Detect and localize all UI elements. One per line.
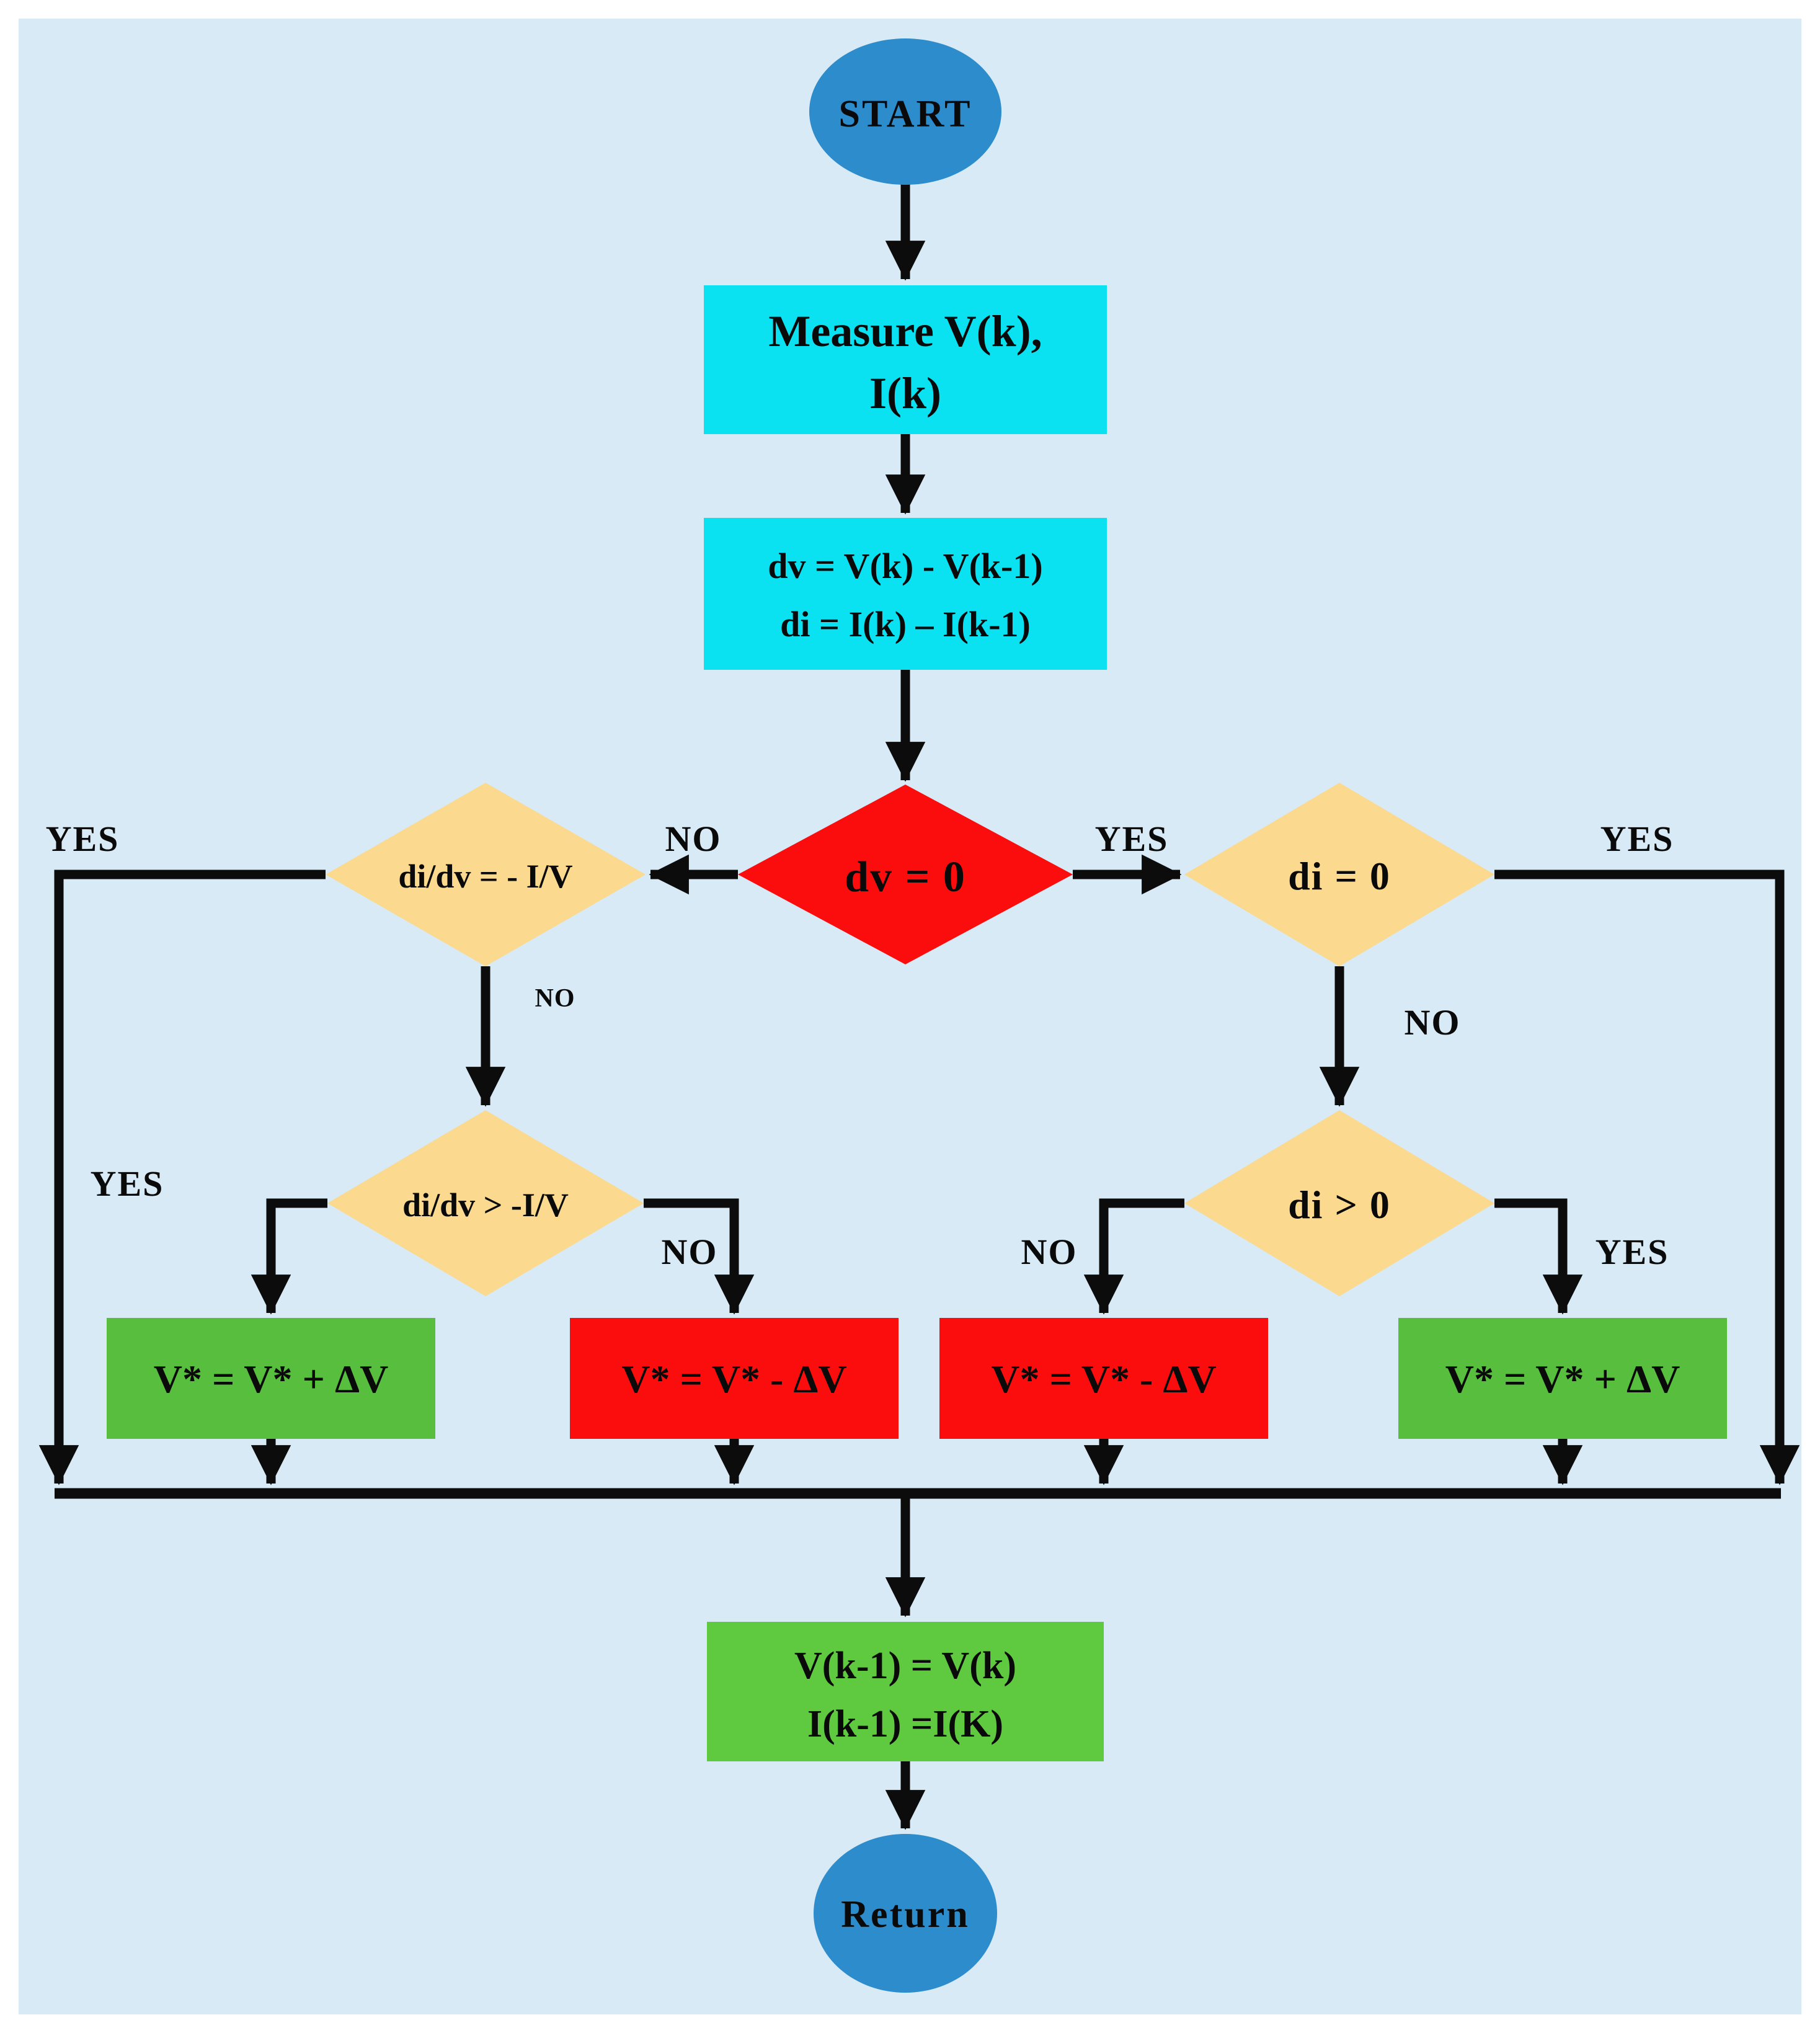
branch-label-yes-far-left: YES bbox=[46, 819, 120, 859]
decision-didv-eq-label: di/dv = - I/V bbox=[398, 858, 572, 895]
branch-label-yes-didv-gt: YES bbox=[91, 1163, 164, 1204]
delta-label-line1: dv = V(k) - V(k-1) bbox=[768, 546, 1042, 586]
branch-label-yes-far-right: YES bbox=[1600, 819, 1674, 859]
update-label-line1: V(k-1) = V(k) bbox=[794, 1645, 1016, 1687]
action-inc-left bbox=[107, 1318, 435, 1439]
return-label: Return bbox=[841, 1893, 969, 1936]
delta-label-line2: di = I(k) – I(k-1) bbox=[780, 604, 1031, 644]
branch-label-no-dv-left: NO bbox=[665, 819, 722, 859]
action-dec-left bbox=[570, 1318, 899, 1439]
edge-digt-no bbox=[1083, 1198, 1184, 1315]
decision-di-zero bbox=[1184, 783, 1494, 966]
action-inc-right bbox=[1398, 1318, 1727, 1439]
measure-label-line2: I(k) bbox=[869, 368, 941, 418]
edge-didvgt-no bbox=[644, 1198, 755, 1315]
action-dec-right bbox=[939, 1318, 1268, 1439]
start-terminator bbox=[809, 38, 1001, 185]
branch-label-no-didv-gt: NO bbox=[662, 1232, 718, 1272]
decision-didv-gt bbox=[327, 1110, 644, 1296]
decision-di-zero-label: di = 0 bbox=[1288, 854, 1391, 898]
process-measure bbox=[704, 285, 1107, 434]
branch-label-no-didv-down: NO bbox=[535, 984, 575, 1013]
measure-label-line1: Measure V(k), bbox=[768, 306, 1042, 356]
action-inc-left-label: V* = V* + ΔV bbox=[154, 1357, 389, 1401]
decision-di-gt-label: di > 0 bbox=[1288, 1183, 1391, 1227]
decision-dv-zero bbox=[738, 785, 1073, 964]
process-update bbox=[707, 1622, 1104, 1761]
decision-didv-eq bbox=[326, 783, 646, 966]
action-dec-left-label: V* = V* - ΔV bbox=[621, 1357, 846, 1401]
branch-label-yes-dv-right: YES bbox=[1095, 819, 1169, 859]
return-terminator bbox=[814, 1834, 997, 1993]
edge-didveq-yes-far-left bbox=[38, 870, 326, 1485]
branch-label-yes-di-gt: YES bbox=[1596, 1232, 1669, 1272]
edge-didvgt-yes bbox=[251, 1198, 327, 1315]
decision-dv-zero-label: dv = 0 bbox=[845, 853, 966, 901]
decision-didv-gt-label: di/dv > -I/V bbox=[402, 1186, 569, 1224]
start-label: START bbox=[839, 93, 972, 135]
action-inc-right-label: V* = V* + ΔV bbox=[1445, 1357, 1680, 1401]
branch-label-no-di-gt: NO bbox=[1021, 1232, 1078, 1272]
decision-di-gt bbox=[1184, 1110, 1494, 1296]
branch-label-no-di-down: NO bbox=[1405, 1002, 1461, 1043]
update-label-line2: I(k-1) =I(K) bbox=[807, 1703, 1003, 1745]
process-delta bbox=[704, 518, 1107, 670]
edge-group bbox=[38, 182, 1800, 1830]
edge-dizero-yes-far-right bbox=[1494, 870, 1800, 1485]
edge-digt-yes bbox=[1494, 1198, 1583, 1315]
action-dec-right-label: V* = V* - ΔV bbox=[991, 1357, 1216, 1401]
